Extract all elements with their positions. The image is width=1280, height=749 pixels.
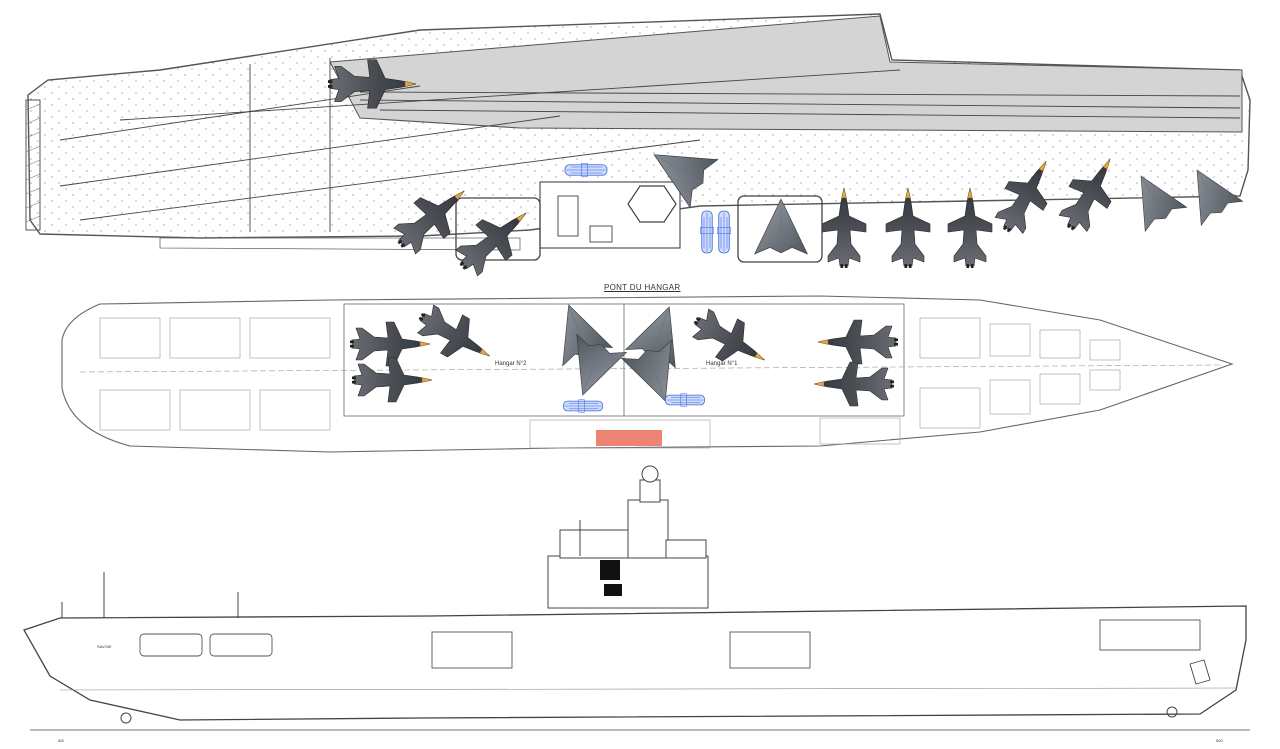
helicopter-icon (564, 162, 608, 178)
helicopter-icon (563, 399, 603, 413)
island-top-view (539, 181, 681, 249)
elevator-marker (596, 430, 662, 446)
hangar-2-label: Hangar N°2 (495, 361, 527, 367)
hangar-deck-plan (61, 295, 1234, 453)
angled-landing-area (329, 15, 1243, 133)
deck-elevator-aft (455, 197, 541, 261)
flight-deck-plan (25, 13, 1251, 286)
scale-label-right: 500 (1216, 738, 1223, 743)
scale-label-left: 5/8 (58, 738, 64, 743)
stealth-drone-icon (754, 198, 808, 255)
hangar-1-label: Hangar N°1 (706, 361, 738, 367)
hull-profile (23, 605, 1247, 721)
side-profile-elevation (23, 465, 1250, 731)
helicopter-icon (699, 210, 715, 254)
helicopter-icon (665, 393, 705, 407)
helicopter-icon (716, 210, 732, 254)
hull-name-label: SAVOIE (97, 644, 112, 649)
island-superstructure (547, 465, 709, 609)
hangar-deck-title: PONT DU HANGAR (604, 283, 681, 292)
